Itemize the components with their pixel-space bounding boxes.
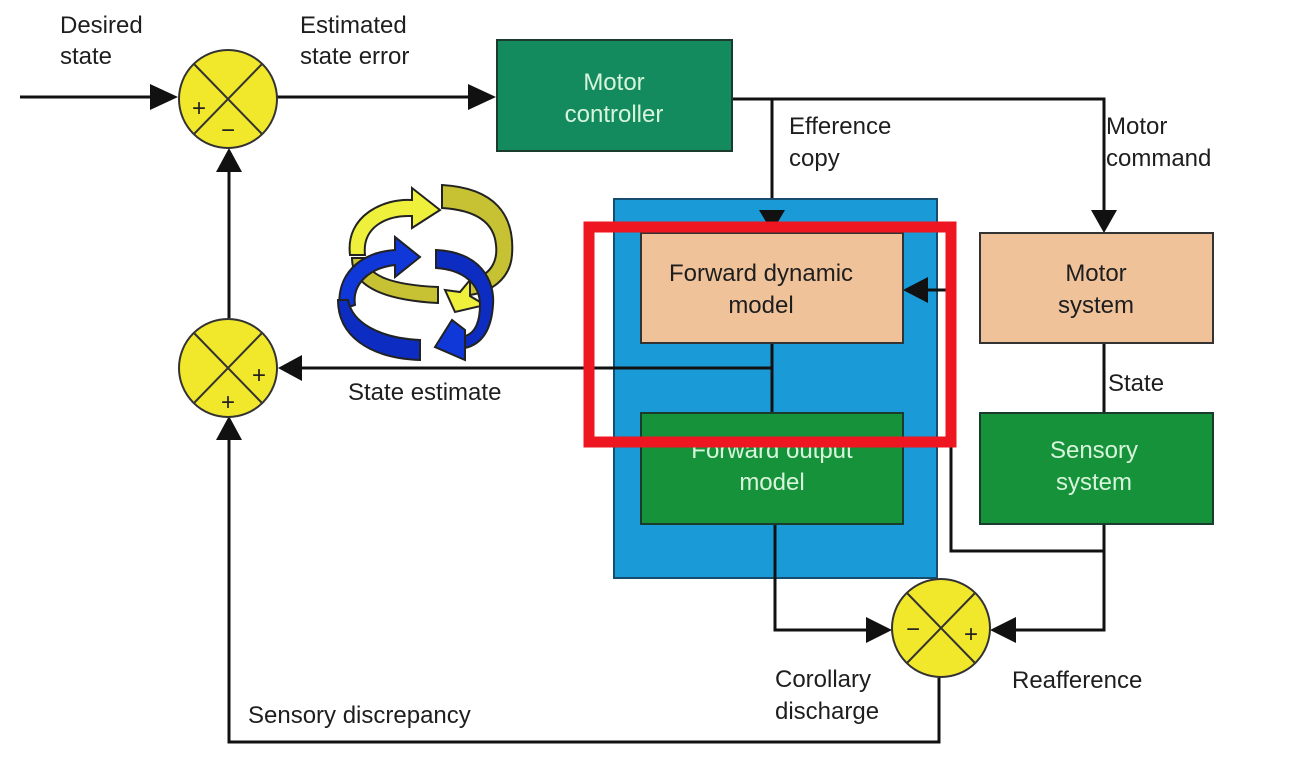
arrowhead bbox=[468, 84, 496, 110]
wire-sensory-discrepancy bbox=[227, 440, 941, 744]
rotating-arrows-icon bbox=[336, 183, 514, 362]
arrowhead bbox=[759, 210, 785, 232]
junction-middle-sign-bottom: + bbox=[221, 389, 235, 416]
forward-dynamic-model-box bbox=[640, 232, 904, 344]
wire-reafference bbox=[1015, 524, 1106, 632]
sensory-system-label-2: system bbox=[1056, 469, 1132, 496]
motor-system-label-1: Motor bbox=[1065, 260, 1126, 287]
junction-top-sign-left: + bbox=[192, 95, 206, 122]
junction-middle-sign-right: + bbox=[252, 362, 266, 389]
summing-junction-middle: + + bbox=[178, 318, 278, 418]
junction-top-sign-bottom: − bbox=[221, 117, 235, 144]
desired-state-label-2: state bbox=[60, 43, 112, 70]
state-label: State bbox=[1108, 370, 1164, 397]
reafference-label: Reafference bbox=[1012, 667, 1142, 694]
motor-controller-box bbox=[496, 39, 733, 152]
motor-system-box bbox=[979, 232, 1214, 344]
arrowhead bbox=[216, 148, 242, 172]
sensory-system-label-1: Sensory bbox=[1050, 437, 1138, 464]
estimated-state-error-label-2: state error bbox=[300, 43, 409, 70]
corollary-discharge-label-1: Corollary bbox=[775, 666, 871, 693]
motor-command-label-2: command bbox=[1106, 145, 1211, 172]
motor-system-label-2: system bbox=[1058, 292, 1134, 319]
forward-dynamic-model-label-2: model bbox=[728, 292, 793, 319]
red-highlight-rectangle bbox=[583, 221, 957, 448]
wire-corollary-discharge bbox=[773, 524, 868, 632]
forward-output-model-label-2: model bbox=[739, 469, 804, 496]
corollary-discharge-label-2: discharge bbox=[775, 698, 879, 725]
summing-junction-top: + − bbox=[178, 49, 278, 149]
efference-copy-label-1: Efference bbox=[789, 113, 891, 140]
arrowhead bbox=[903, 277, 928, 303]
forward-output-model-box bbox=[640, 412, 904, 525]
efference-copy-label-2: copy bbox=[789, 145, 840, 172]
junction-bottom-sign-right: + bbox=[964, 621, 978, 648]
junction-bottom-sign-left: − bbox=[906, 616, 920, 643]
motor-command-label-1: Motor bbox=[1106, 113, 1167, 140]
wire-motor-command bbox=[732, 97, 1106, 212]
estimated-state-error-label-1: Estimated bbox=[300, 12, 407, 39]
arrowhead bbox=[216, 416, 242, 440]
motor-controller-label-1: Motor bbox=[583, 69, 644, 96]
desired-state-label-1: Desired bbox=[60, 12, 143, 39]
state-estimate-label: State estimate bbox=[348, 379, 501, 406]
arrowhead bbox=[866, 617, 892, 643]
arrowhead bbox=[150, 84, 178, 110]
summing-junction-bottom: − + bbox=[891, 578, 991, 678]
motor-controller-label-2: controller bbox=[565, 101, 664, 128]
arrowhead bbox=[1091, 210, 1117, 233]
sensory-discrepancy-label: Sensory discrepancy bbox=[248, 702, 471, 729]
forward-dynamic-model-label-1: Forward dynamic bbox=[669, 260, 853, 287]
sensory-system-box bbox=[979, 412, 1214, 525]
arrowhead bbox=[990, 617, 1016, 643]
arrowhead bbox=[278, 355, 302, 381]
